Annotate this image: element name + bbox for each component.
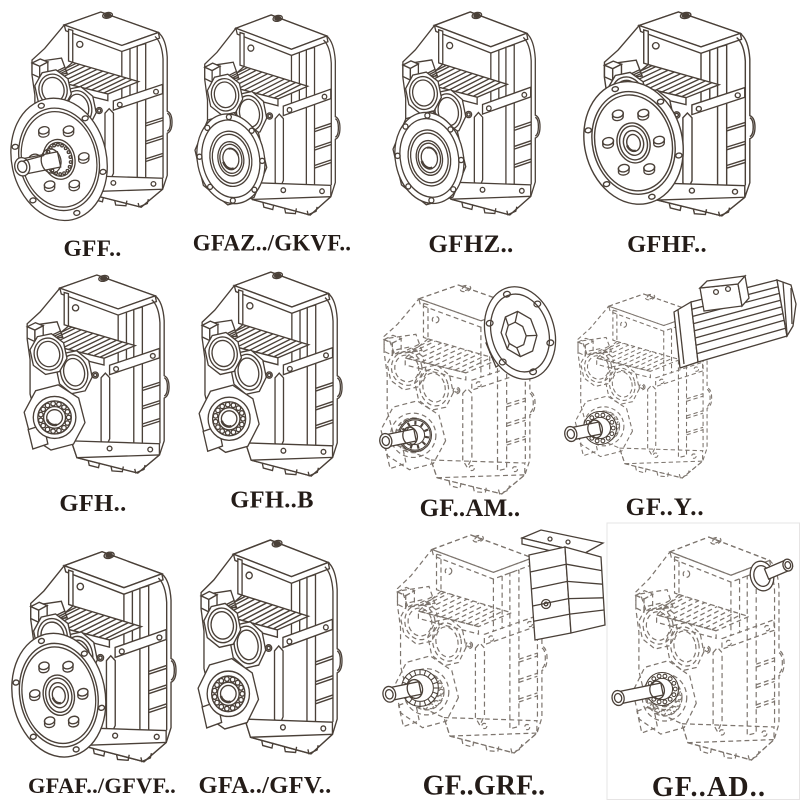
svg-text:GF..GRF..: GF..GRF.. (423, 771, 546, 800)
svg-text:GFHF..: GFHF.. (627, 231, 707, 258)
svg-text:GF..AD..: GF..AD.. (652, 772, 766, 800)
svg-text:GFAZ../GKVF..: GFAZ../GKVF.. (193, 231, 352, 256)
svg-text:GF..AM..: GF..AM.. (420, 495, 521, 522)
svg-text:GFA../GFV..: GFA../GFV.. (198, 772, 331, 799)
svg-text:GFH..B: GFH..B (230, 487, 313, 514)
svg-text:GFF..: GFF.. (63, 236, 121, 262)
svg-text:GF..Y..: GF..Y.. (626, 494, 705, 521)
svg-text:GFHZ..: GFHZ.. (428, 231, 513, 258)
svg-text:GFH..: GFH.. (59, 490, 126, 517)
svg-text:GFAF../GFVF..: GFAF../GFVF.. (28, 773, 176, 798)
